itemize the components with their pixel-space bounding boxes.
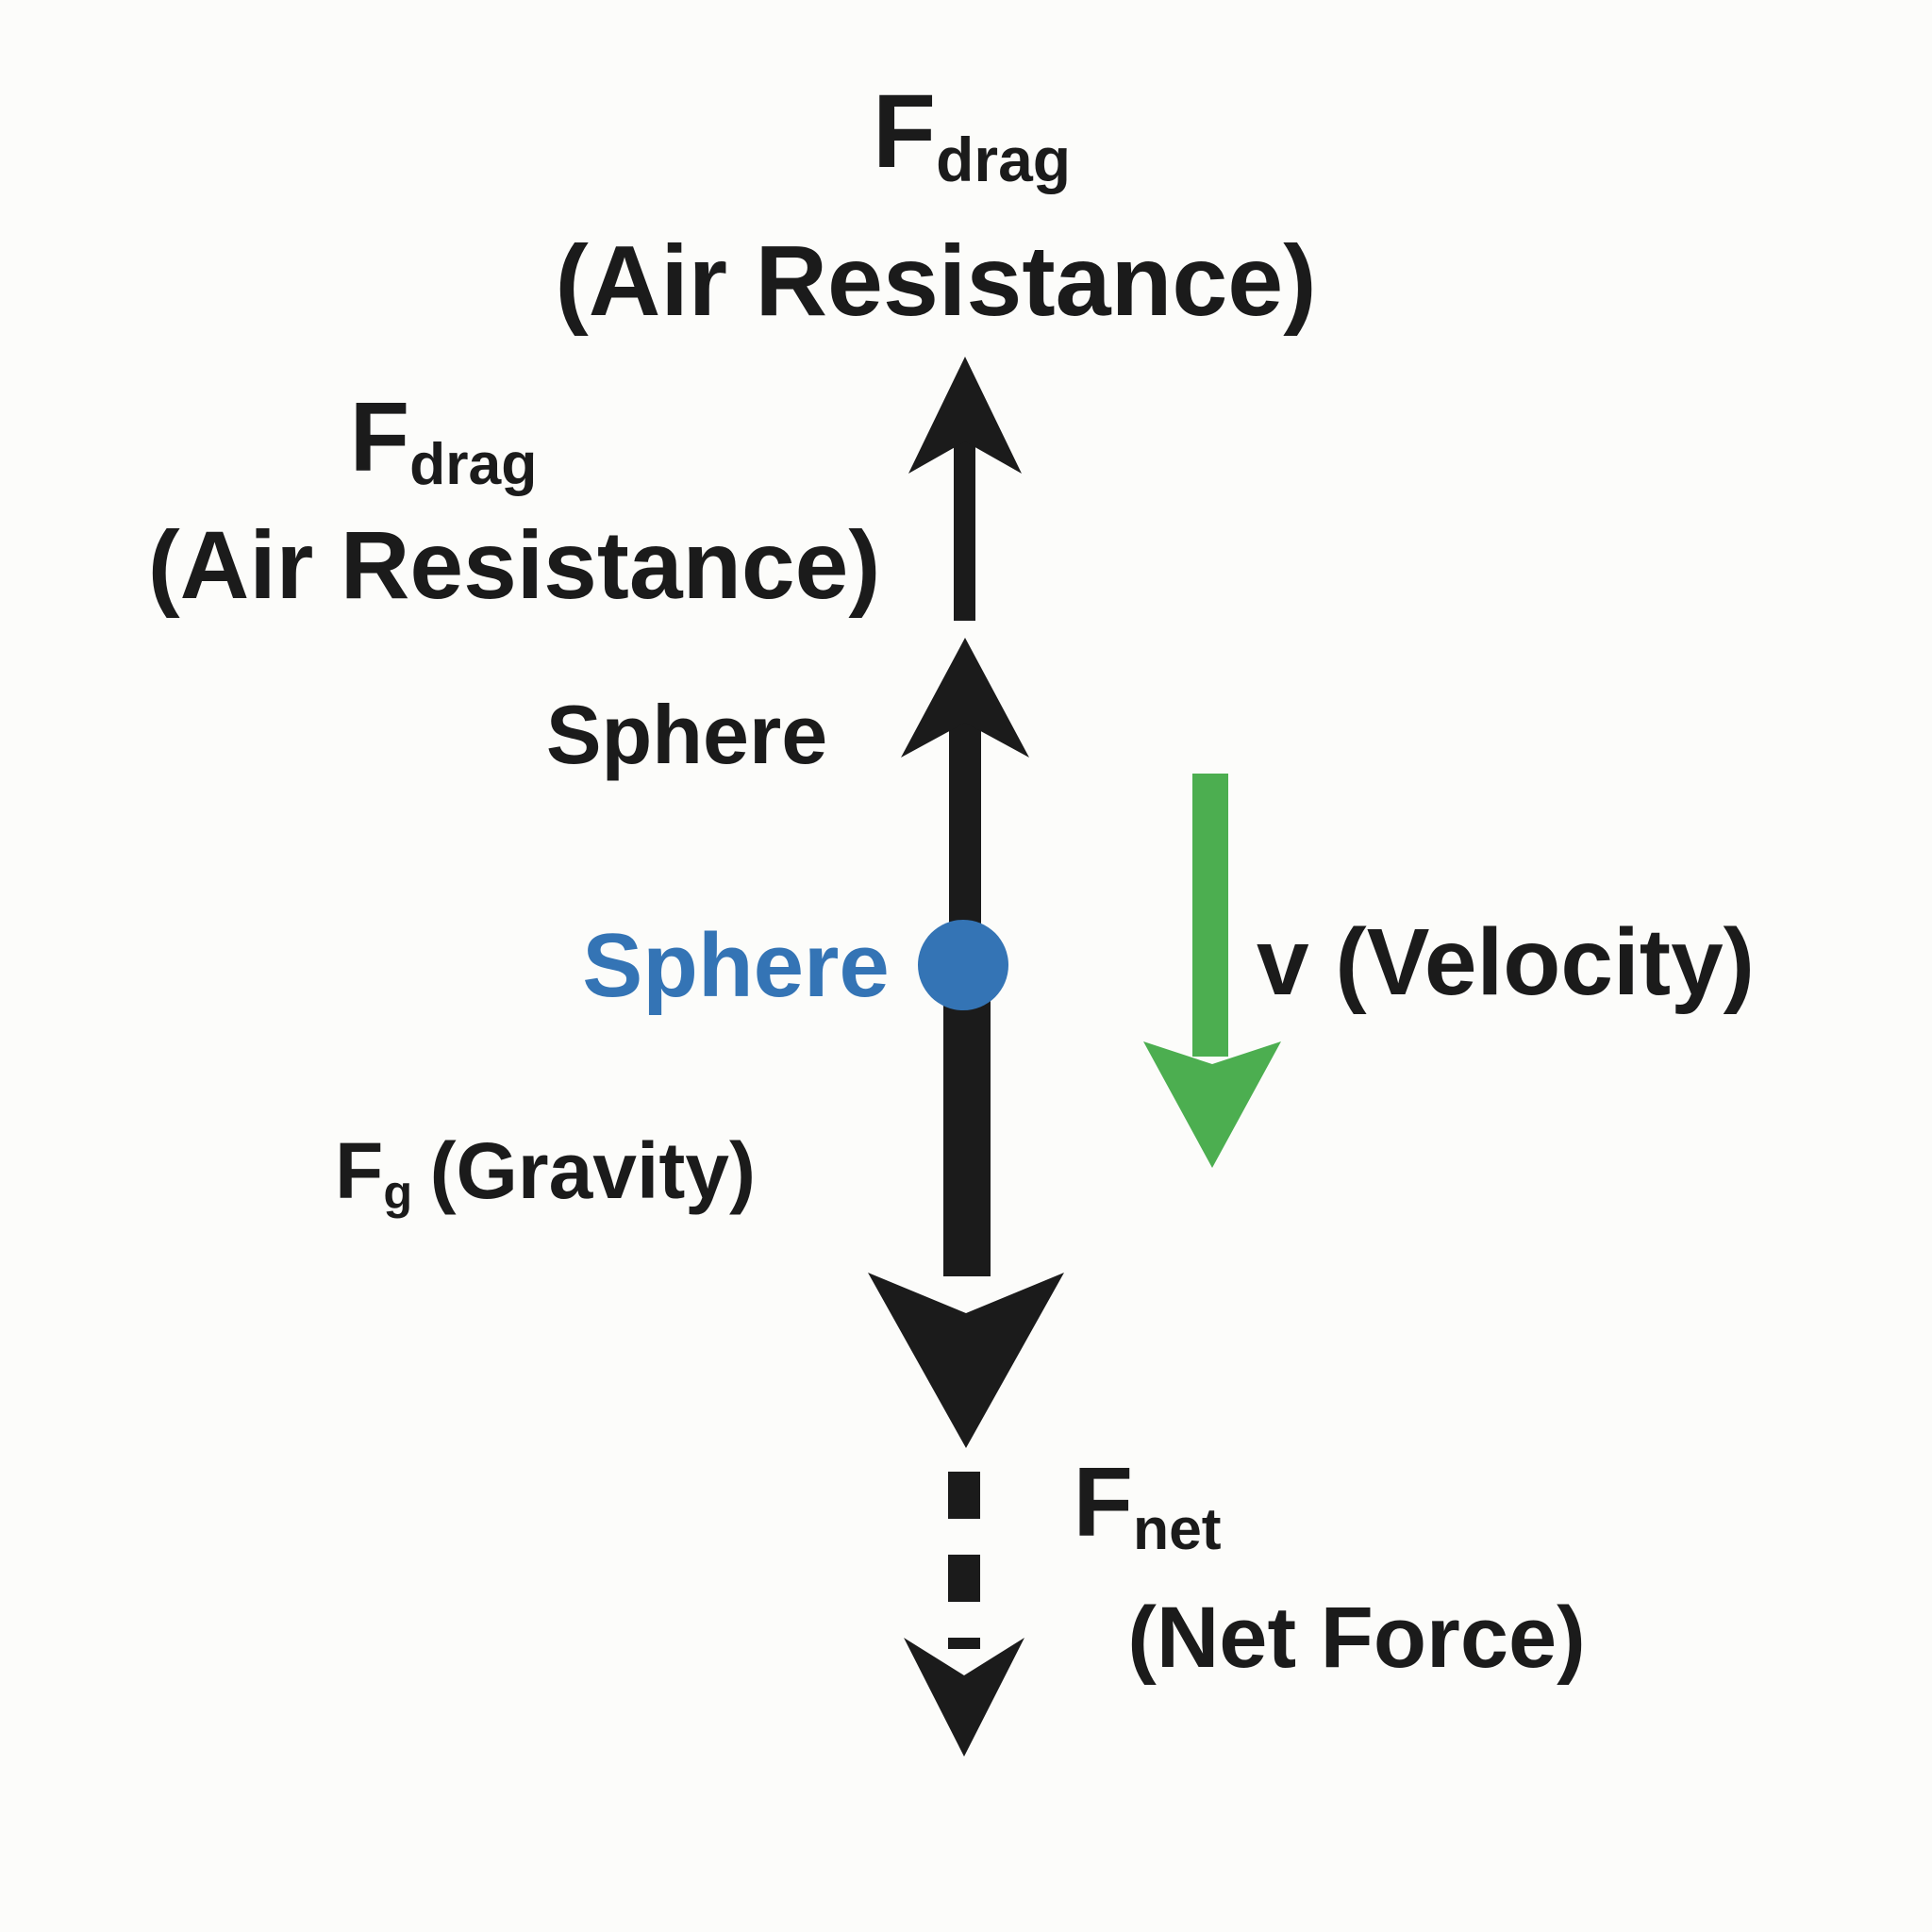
- fdrag-side-symbol: F: [349, 383, 410, 492]
- label-air-resistance-side: (Air Resistance): [147, 511, 881, 619]
- label-fdrag-top: Fdrag: [873, 80, 1071, 191]
- label-fdrag-side: Fdrag: [350, 389, 538, 493]
- fdrag-side-subscript: drag: [409, 431, 538, 497]
- fdrag-top-symbol: F: [872, 74, 937, 190]
- gravity-symbol: F: [335, 1126, 384, 1215]
- label-sphere-lower: Sphere: [582, 915, 890, 1016]
- fnet-subscript: net: [1132, 1496, 1222, 1562]
- gravity-arrow-icon: [868, 965, 1064, 1448]
- velocity-arrow-icon: [1143, 774, 1281, 1168]
- fnet-symbol: F: [1073, 1448, 1133, 1557]
- fdrag-top-subscript: drag: [936, 124, 1072, 194]
- gravity-word: (Gravity): [429, 1126, 756, 1215]
- sphere-dot: [918, 920, 1008, 1010]
- air-resistance-arrow-outer-icon: [908, 357, 1022, 621]
- label-gravity: Fg(Gravity): [335, 1131, 756, 1216]
- label-sphere-upper: Sphere: [545, 688, 828, 781]
- label-fnet: Fnet: [1073, 1454, 1221, 1558]
- label-velocity: v (Velocity): [1257, 909, 1755, 1015]
- gravity-subscript: g: [383, 1165, 413, 1220]
- label-air-resistance-top: (Air Resistance): [555, 225, 1317, 337]
- label-net-force: (Net Force): [1127, 1590, 1586, 1686]
- net-force-arrow-icon: [904, 1472, 1024, 1757]
